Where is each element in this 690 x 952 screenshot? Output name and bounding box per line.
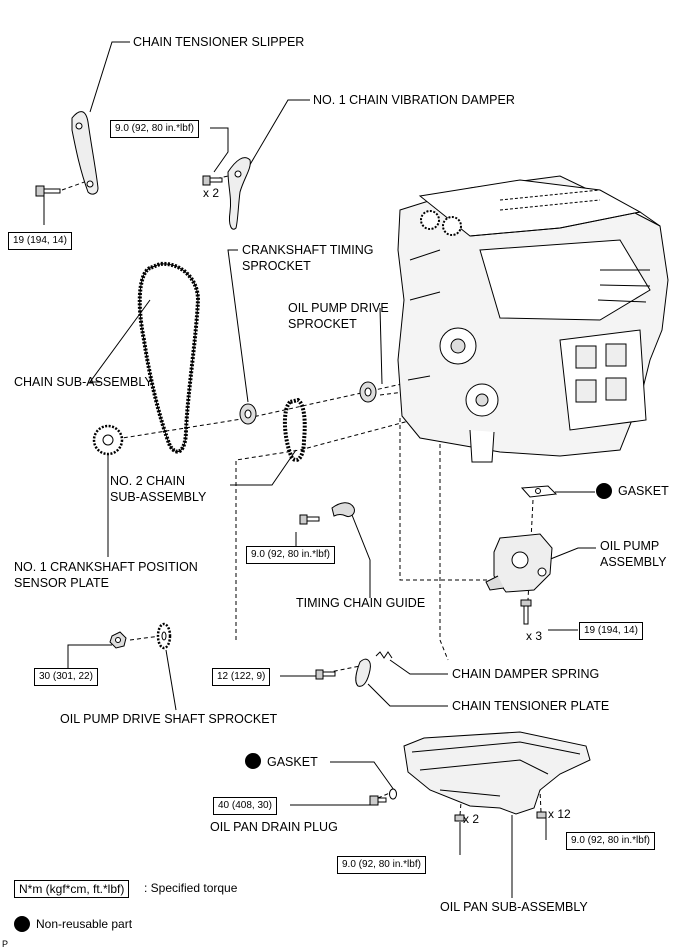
label-oil-pan-drain-plug: OIL PAN DRAIN PLUG [210,820,338,834]
torque-drive-shaft-nut: 30 (301, 22) [34,668,98,686]
leader-drive-nut [67,644,112,668]
mult-pan-front: x 2 [463,812,480,826]
legend-non-reusable-text: Non-reusable part [36,917,133,931]
non-reusable-dot-top [596,483,612,499]
dash-crank-axis-2 [247,379,421,419]
no1-chain-vibration-damper [227,157,251,230]
torque-oil-pump-bolt: 19 (194, 14) [579,622,643,640]
leader-slipper [89,41,130,113]
leader-oilpump-sprocket [379,307,383,385]
label-oil-pump-drive-shaft-sprocket: OIL PUMP DRIVE SHAFT SPROCKET [60,712,278,726]
label-chain-tensioner-plate: CHAIN TENSIONER PLATE [452,699,610,713]
leader-drive-sprocket [165,649,177,711]
mult-damper: x 2 [203,186,220,200]
leader-gasket-bottom [330,761,395,791]
mult-pan-side: x 12 [548,807,571,821]
torque-pan-bolt-side: 9.0 (92, 80 in.*lbf) [566,832,655,850]
guide-bolt [299,514,320,525]
leader-damper-spring [389,659,448,675]
label-chain-tensioner-slipper: CHAIN TENSIONER SLIPPER [133,35,305,49]
label-no2-chain-sub-assembly-2: SUB-ASSEMBLY [110,490,207,504]
label-gasket-top: GASKET [618,484,669,498]
engine-block [397,175,669,463]
label-oil-pump-drive-sprocket-1: OIL PUMP DRIVE [288,301,389,315]
torque-slipper-bolt: 19 (194, 14) [8,232,72,250]
slipper-hole [75,122,83,130]
dash-drain-plug [377,791,393,799]
legend-torque-box: N*m (kgf*cm, ft.*lbf) [14,880,130,898]
damper-bolt [202,175,223,186]
oil-pan-drain-plug [369,795,387,806]
dash-crank-axis [109,417,249,441]
chain-tensioner-slipper [71,111,99,195]
torque-tensioner-plate-bolt: 12 (122, 9) [212,668,271,686]
dash-tensioner [439,395,449,661]
leader-no2chain [230,449,297,486]
crankshaft-timing-sprocket [239,403,257,425]
mult-oil-pump: x 3 [526,629,543,643]
tensioner-plate-bolt [315,669,336,680]
dash-pan-side-bolt [539,789,542,813]
chain-tensioner-plate [355,658,371,687]
dash-oilpump-body [399,418,498,581]
label-chain-damper-spring: CHAIN DAMPER SPRING [452,667,600,681]
leader-crank-sprocket [227,249,249,403]
chain-outline [139,263,199,452]
label-timing-chain-guide: TIMING CHAIN GUIDE [296,596,426,610]
torque-drain-plug: 40 (408, 30) [213,797,277,815]
oil-pump-bolt [520,599,532,625]
label-oil-pump-assembly-1: OIL PUMP [600,539,660,553]
label-no1-crankshaft-position-sensor-plate-1: NO. 1 CRANKSHAFT POSITION [14,560,198,574]
label-no2-chain-sub-assembly-1: NO. 2 CHAIN [110,474,186,488]
oil-pump-drive-sprocket [359,381,377,403]
torque-pan-bolt-front: 9.0 (92, 80 in.*lbf) [337,856,426,874]
legend-non-reusable-dot [14,916,30,932]
leader-guide [349,509,371,598]
leader-tensioner-plate [367,683,448,707]
dash-drive-nut [129,635,161,641]
chain-damper-spring [375,651,393,659]
label-no1-chain-vibration-damper: NO. 1 CHAIN VIBRATION DAMPER [313,93,515,107]
no2-chain-sub-assembly [283,397,307,462]
damper-hole [234,170,242,178]
oil-pump-drive-shaft-sprocket [156,622,172,650]
slipper-hole-2 [86,180,94,188]
label-chain-sub-assembly: CHAIN SUB-ASSEMBLY [14,375,153,389]
label-oil-pump-drive-sprocket-2: SPROCKET [288,317,357,331]
torque-damper-bolt: 9.0 (92, 80 in.*lbf) [110,120,199,138]
corner-mark: P [2,939,9,949]
non-reusable-dot-bottom [245,753,261,769]
label-oil-pan-sub-assembly: OIL PAN SUB-ASSEMBLY [440,900,588,914]
oil-pan-gasket [389,788,397,800]
drive-shaft-nut [109,631,127,649]
oil-pan-sub-assembly [403,731,591,815]
oil-pump-assembly [485,533,553,593]
timing-chain-guide [331,502,355,517]
no1-crankshaft-position-sensor-plate [92,424,124,456]
oil-pump-gasket [520,485,558,498]
label-no1-crankshaft-position-sensor-plate-2: SENSOR PLATE [14,576,109,590]
dash-no2chain [235,417,421,640]
pan-front-bolt [454,814,465,822]
leader-chain [89,299,151,383]
slipper-bolt [35,185,61,197]
pan-side-bolt [536,811,547,819]
label-crankshaft-timing-sprocket-2: SPROCKET [242,259,311,273]
label-oil-pump-assembly-2: ASSEMBLY [600,555,667,569]
legend-torque-text: : Specified torque [144,881,238,895]
leader-damper-torque [210,127,229,173]
chain-sub-assembly [137,261,201,454]
leader-oilpump-assy [547,547,596,561]
label-crankshaft-timing-sprocket-1: CRANKSHAFT TIMING [242,243,374,257]
torque-guide-bolt: 9.0 (92, 80 in.*lbf) [246,546,335,564]
leader-damper [247,99,310,169]
label-gasket-bottom: GASKET [267,755,318,769]
